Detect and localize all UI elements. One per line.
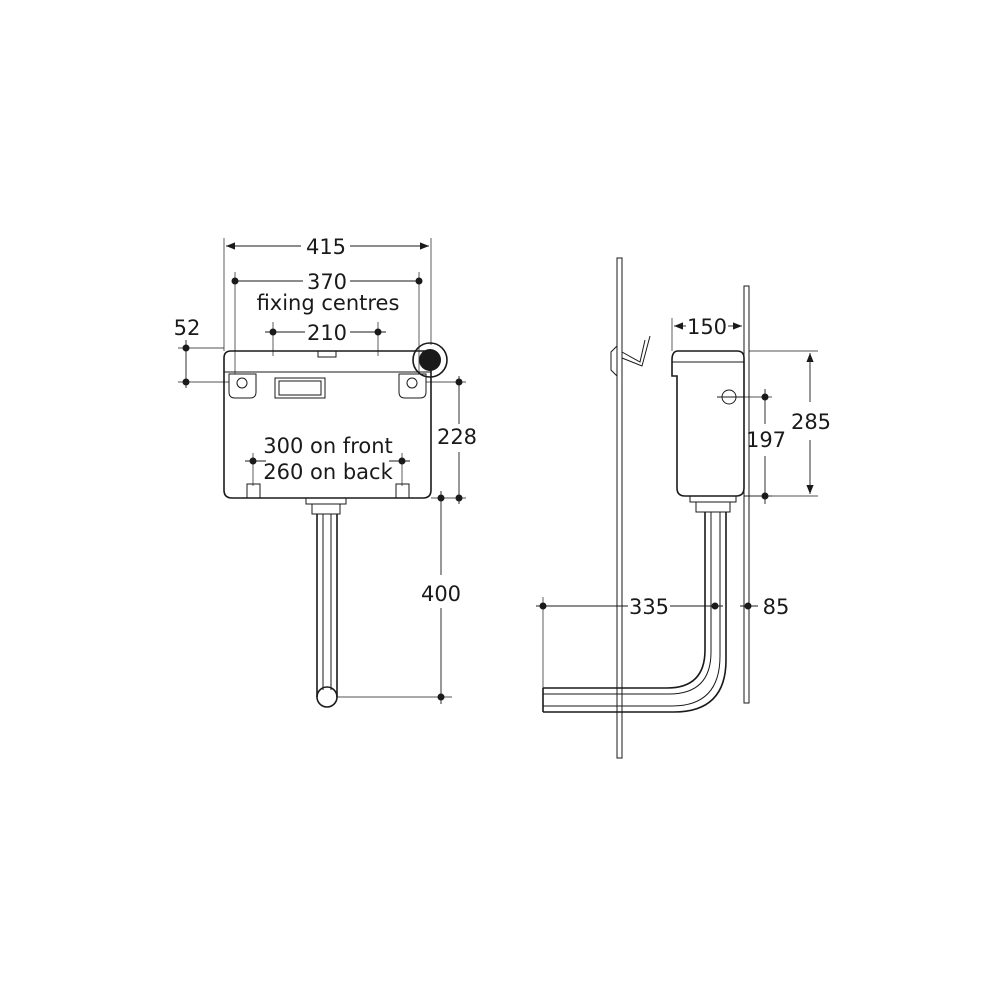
dim-pipe-projection: 335 — [536, 595, 723, 688]
top-notch — [317, 350, 337, 358]
dim-fixing-height: 228 — [426, 376, 477, 504]
dim-top-offset-label: 52 — [174, 316, 201, 340]
cistern-body-side — [671, 350, 745, 497]
dim-pipe-projection-label: 335 — [629, 595, 669, 619]
label-plate — [274, 377, 326, 399]
dim-flush-pipe-length: 400 — [337, 491, 461, 704]
flush-pipe-side — [542, 512, 727, 713]
rear-wall — [743, 285, 750, 704]
dim-bottom-fixing: 300 on front 260 on back — [245, 434, 410, 486]
dim-fixing-centres-label: 370 — [307, 270, 347, 294]
dim-bottom-fixing-front-label: 300 on front — [263, 434, 393, 458]
dim-bottom-fixing-back-label: 260 on back — [263, 460, 393, 484]
dim-inner-fixing: 210 — [265, 321, 386, 356]
dim-pipe-offset: 85 — [740, 595, 789, 619]
side-outlet — [689, 495, 737, 503]
dim-overall-width: 415 — [223, 235, 432, 351]
dim-overall-width-label: 415 — [306, 235, 346, 259]
dim-side-fixing-height-label: 197 — [746, 428, 786, 452]
dim-height-label: 285 — [791, 410, 831, 434]
dim-side-fixing-height: 197 — [735, 389, 786, 504]
bottom-foot-left — [246, 483, 261, 499]
dim-fixing-centres: 370 fixing centres — [231, 270, 423, 374]
side-view: 150 285 197 335 — [536, 257, 831, 759]
front-panel — [616, 257, 623, 759]
fixing-hole-left — [228, 373, 257, 399]
outlet-flange — [305, 497, 347, 505]
dim-top-offset: 52 — [174, 316, 229, 388]
inlet-connector — [412, 342, 448, 378]
dim-depth: 150 — [671, 315, 742, 351]
dim-flush-pipe-length-label: 400 — [421, 582, 461, 606]
dim-inner-fixing-label: 210 — [307, 321, 347, 345]
flush-bracket — [610, 335, 651, 377]
bottom-foot-right — [395, 483, 410, 499]
dim-pipe-offset-label: 85 — [763, 595, 790, 619]
fixing-hole-right — [398, 373, 427, 399]
dim-depth-label: 150 — [687, 315, 727, 339]
flush-pipe-front — [316, 514, 338, 708]
dim-fixing-height-label: 228 — [437, 425, 477, 449]
front-view: 415 370 fixing centres 210 52 — [174, 235, 477, 708]
fixing-centres-caption: fixing centres — [257, 291, 400, 315]
dim-height: 285 — [744, 350, 831, 497]
